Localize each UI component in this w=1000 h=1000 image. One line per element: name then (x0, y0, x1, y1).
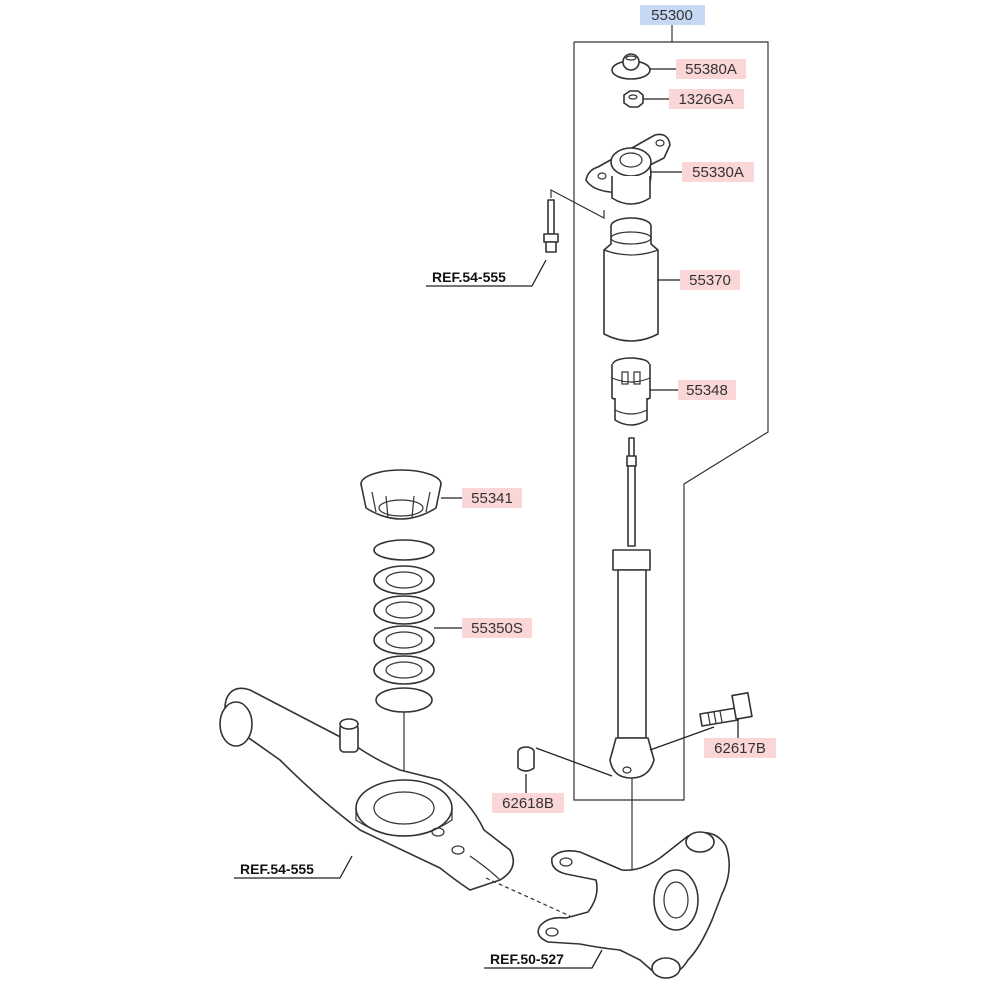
ref-label-r2: REF.54-555 (240, 861, 314, 877)
leader-p8-a (649, 726, 715, 751)
label-1326GA[interactable]: 1326GA (669, 89, 744, 109)
bump-stop (611, 357, 651, 426)
part-number-label: 62617B (714, 740, 766, 757)
label-62618B[interactable]: 62618B (492, 793, 564, 813)
label-55330A[interactable]: 55330A (682, 162, 754, 182)
leader-r3 (484, 949, 603, 969)
assembly-label-box[interactable] (640, 5, 705, 25)
leader-p9-a (535, 747, 613, 777)
coil-spring (373, 539, 435, 713)
label-55380A[interactable]: 55380A (676, 59, 746, 79)
leader-r2 (234, 855, 353, 879)
strut-mount (585, 133, 671, 205)
nut (623, 90, 644, 108)
mount-bolt (543, 199, 559, 253)
arm-knuckle-link (485, 877, 571, 917)
label-55341[interactable]: 55341 (462, 488, 522, 508)
ref-label-r3: REF.50-527 (490, 951, 564, 967)
part-number-label: 55380A (685, 61, 737, 78)
part-number-label: 1326GA (678, 91, 733, 108)
lower-bolt (699, 691, 753, 727)
assembly-label: 55300 (651, 7, 693, 24)
knuckle (537, 831, 730, 979)
part-number-label: 55370 (689, 272, 731, 289)
top-cap (611, 53, 651, 80)
part-number-label: 55330A (692, 164, 744, 181)
bolt-leader (550, 189, 605, 219)
label-55348[interactable]: 55348 (678, 380, 736, 400)
leader-r1 (426, 259, 547, 287)
part-number-label: 55350S (471, 620, 523, 637)
part-number-label: 62618B (502, 795, 554, 812)
lower-control-arm (219, 687, 515, 891)
part-number-label: 55348 (686, 382, 728, 399)
label-55350S[interactable]: 55350S (462, 618, 532, 638)
dust-boot (603, 217, 659, 342)
assembly-frame (573, 41, 769, 801)
spring-seat (360, 469, 442, 520)
label-62617B[interactable]: 62617B (704, 738, 776, 758)
label-55370[interactable]: 55370 (680, 270, 740, 290)
shock-absorber (609, 437, 655, 779)
ref-label-r1: REF.54-555 (432, 269, 506, 285)
part-number-label: 55341 (471, 490, 513, 507)
lower-nut (517, 746, 535, 772)
